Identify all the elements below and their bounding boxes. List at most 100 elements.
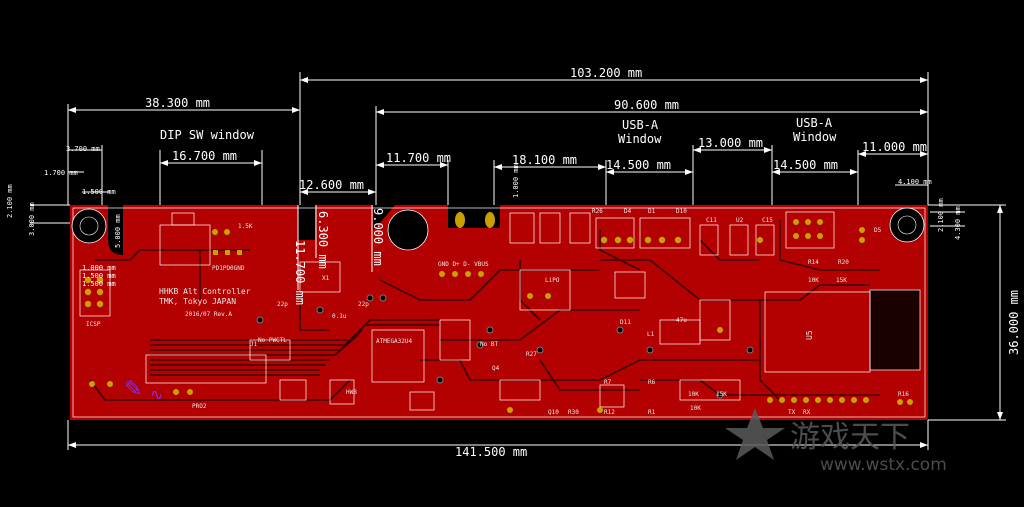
dim-1-000-b: 1.000 mm — [512, 164, 520, 198]
dim-14-500-a: 14.500 mm — [606, 158, 671, 172]
dim-4-100: 4.100 mm — [898, 178, 932, 186]
dim-13-000: 13.000 mm — [698, 136, 763, 150]
mcu-label: ATMEGA32U4 — [376, 338, 413, 345]
dim-2-100: 2.100 mm — [6, 184, 14, 218]
dim-16-700: 16.700 mm — [172, 149, 237, 163]
watermark: 游戏天下 www.wstx.com — [725, 408, 947, 475]
d11-label: D11 — [620, 319, 631, 326]
u5-label: U5 — [805, 330, 814, 340]
r12: R12 — [604, 409, 615, 416]
hwb-label: HWB — [346, 389, 357, 396]
rx-label: RX — [803, 409, 811, 416]
usb-window-2-label: USB-A — [796, 116, 833, 130]
q4: Q4 — [492, 365, 500, 372]
d10: D10 — [676, 208, 687, 215]
l1-label: L1 — [647, 331, 655, 338]
r20-15k: 15K — [836, 277, 847, 284]
dim-3-700: 3.700 mm — [66, 145, 100, 153]
dim-18-100: 18.100 mm — [512, 153, 577, 167]
dim-11-700: 11.700 mm — [386, 151, 451, 165]
board-maker: TMK, Tokyo JAPAN — [159, 297, 236, 306]
r1: R1 — [648, 409, 656, 416]
q10: Q10 — [548, 409, 559, 416]
dimension-lines: 103.200 mm 38.300 mm 90.600 mm DIP SW wi… — [6, 66, 1021, 459]
r-10k-b: 10K — [690, 405, 701, 412]
dim-1-500-c: 1.500 mm — [82, 280, 116, 288]
dim-11-000: 11.000 mm — [862, 140, 927, 154]
x1-label: X1 — [322, 275, 330, 282]
silkscreen — [79, 211, 921, 411]
purple-mark: ✎ — [124, 377, 142, 402]
dim-3-000: 3.000 mm — [28, 202, 36, 236]
usb-window-1-label-b: Window — [618, 132, 662, 146]
dim-1-500: 1.500 mm — [82, 188, 116, 196]
lipo-label: LiPO — [545, 277, 560, 284]
star-logo-icon — [725, 408, 785, 460]
d5: D5 — [874, 227, 882, 234]
mount-hole-right — [889, 207, 925, 243]
dim-12-600: 12.600 mm — [299, 178, 364, 192]
dim-1-000: 1.000 mm — [82, 264, 116, 272]
r-15k: 15K — [716, 391, 727, 398]
board-rev: 2016/07 Rev.A — [185, 311, 232, 318]
pcb-board: ✎ ∿ HHKB Alt Controller TMK, Tokyo JAPAN… — [70, 205, 928, 420]
d1: D1 — [648, 208, 656, 215]
u5-module — [869, 289, 921, 371]
mcu-outline — [371, 329, 425, 383]
pads — [84, 212, 913, 413]
dim-1-500-b: 1.500 mm — [82, 272, 116, 280]
c17-47u: 47u — [676, 317, 687, 324]
dim-14-500-b: 14.500 mm — [773, 158, 838, 172]
watermark-cn: 游戏天下 — [790, 420, 910, 455]
c15: C15 — [762, 217, 773, 224]
dim-4-300: 4.300 mm — [954, 206, 962, 240]
board-outline — [72, 207, 926, 418]
d4: D4 — [624, 208, 632, 215]
dim-90-600: 90.600 mm — [614, 98, 679, 112]
c-22p-b: 22p — [358, 301, 369, 308]
icsp-header — [79, 269, 111, 317]
c-22p-a: 22p — [277, 301, 288, 308]
r14: R14 — [808, 259, 819, 266]
dim-36-000: 36.000 mm — [1007, 290, 1021, 355]
usb-connector — [785, 211, 835, 249]
dim-5-000: 5.000 mm — [114, 214, 122, 248]
tx-label: TX — [788, 409, 796, 416]
round-cutout — [387, 209, 429, 251]
dim-1-700: 1.700 mm — [44, 169, 78, 177]
no-bt-label: No BT — [480, 341, 498, 348]
pro2-header — [145, 354, 267, 384]
icsp-label: ICSP — [86, 321, 101, 328]
pd-labels: PD1PD0GND — [212, 265, 245, 272]
r27: R27 — [526, 351, 537, 358]
j1-label: J1 — [250, 341, 258, 348]
dim-103-200: 103.200 mm — [570, 66, 642, 80]
dim-v-11-700: 11.700 mm — [293, 240, 307, 305]
watermark-url: www.wstx.com — [820, 455, 947, 475]
svg-text:∿: ∿ — [150, 385, 163, 404]
board-title: HHKB Alt Controller — [159, 287, 251, 296]
dim-38-300: 38.300 mm — [145, 96, 210, 110]
dim-141-500: 141.500 mm — [455, 445, 527, 459]
c-01u: 0.1u — [332, 313, 347, 320]
c11: C11 — [706, 217, 717, 224]
dim-v-6-300: 6.300 mm — [316, 211, 330, 269]
mount-hole-left — [71, 208, 107, 244]
usb-window-1-label: USB-A — [622, 118, 659, 132]
r16: R16 — [898, 391, 909, 398]
r20: R20 — [838, 259, 849, 266]
u2: U2 — [736, 217, 744, 224]
no-pwctl-label: No PWCTL — [258, 337, 287, 344]
vias — [256, 294, 754, 399]
r6: R6 — [648, 379, 656, 386]
dip-window-label: DIP SW window — [160, 128, 255, 142]
r-10k: 10K — [688, 391, 699, 398]
pro2-label: PRO2 — [192, 403, 207, 410]
r7: R7 — [604, 379, 612, 386]
dim-2-100-b: 2.100 mm — [937, 198, 945, 232]
r5-1k5: 1.5K — [238, 223, 253, 230]
r30: R30 — [568, 409, 579, 416]
usb-pin-labels: GND D+ D- VBUS — [438, 261, 489, 268]
dim-v-9-000: 9.000 mm — [371, 208, 385, 266]
